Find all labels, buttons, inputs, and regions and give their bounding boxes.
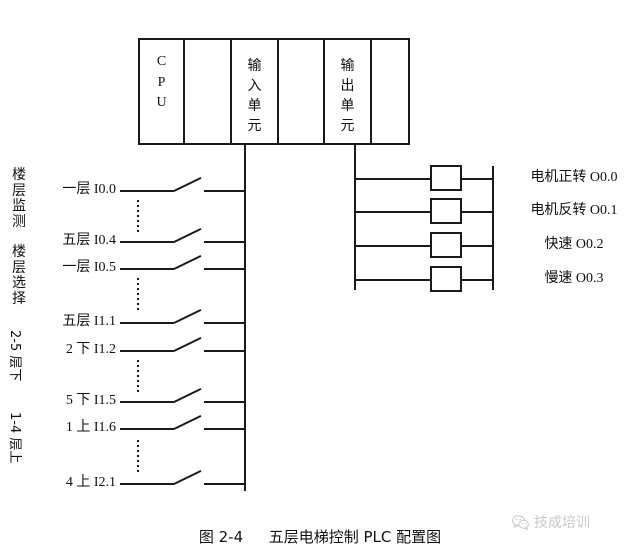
input-wire-right-0 — [204, 190, 246, 192]
rack-cell-input-unit: 输 入 单 元 — [232, 40, 279, 143]
input-switch-blade-6 — [173, 414, 202, 430]
input-label-5: 5 下 I1.5 — [65, 393, 116, 408]
input-label-6: 1 上 I1.6 — [65, 420, 116, 435]
output-wire-right-1 — [462, 211, 494, 213]
output-coil-0 — [430, 165, 462, 191]
plc-rack: C P U 输 入 单 元 输 出 单 元 — [138, 38, 410, 145]
input-wire-left-2 — [120, 268, 174, 270]
input-wire-left-6 — [120, 428, 174, 430]
input-wire-left-4 — [120, 350, 174, 352]
cpu-label-char: P — [157, 74, 166, 90]
input-switch-blade-5 — [173, 387, 202, 403]
input-wire-right-5 — [204, 401, 246, 403]
input-unit-label-char: 输 — [247, 58, 262, 74]
input-ellipsis-2 — [137, 360, 139, 392]
input-wire-right-3 — [204, 322, 246, 324]
rack-cell-blank-1 — [185, 40, 232, 143]
output-wire-right-3 — [462, 279, 494, 281]
input-wire-left-7 — [120, 483, 174, 485]
input-wire-right-4 — [204, 350, 246, 352]
cpu-label-char: U — [156, 95, 167, 111]
input-wire-left-1 — [120, 241, 174, 243]
input-unit-label-char: 单 — [247, 97, 262, 114]
output-unit-label-char: 元 — [340, 117, 355, 134]
input-bus-line — [244, 145, 246, 491]
output-coil-3 — [430, 266, 462, 292]
output-unit-label-char: 出 — [340, 77, 355, 94]
watermark-text: 技成培训 — [534, 515, 590, 531]
input-wire-right-2 — [204, 268, 246, 270]
output-wire-left-3 — [354, 279, 430, 281]
input-wire-right-6 — [204, 428, 246, 430]
input-label-4: 2 下 I1.2 — [65, 342, 116, 357]
output-label-3: 慢速 O0.3 — [544, 271, 604, 286]
input-switch-blade-0 — [173, 176, 202, 192]
output-unit-label: 输 出 单 元 — [325, 57, 370, 137]
input-label-7: 4 上 I2.1 — [65, 475, 116, 490]
input-ellipsis-0 — [137, 200, 139, 232]
output-wire-right-0 — [462, 178, 494, 180]
output-wire-left-1 — [354, 211, 430, 213]
input-wire-right-7 — [204, 483, 246, 485]
input-unit-label-char: 入 — [247, 77, 262, 94]
output-unit-label-char: 输 — [340, 58, 355, 74]
figure-number: 图 2-4 — [198, 528, 244, 546]
input-label-0: 一层 I0.0 — [62, 182, 116, 197]
input-ellipsis-1 — [137, 278, 139, 310]
input-wire-left-0 — [120, 190, 174, 192]
input-label-2: 一层 I0.5 — [62, 260, 116, 275]
input-switch-blade-4 — [173, 336, 202, 352]
output-right-rail — [492, 166, 494, 290]
input-unit-label: 输 入 单 元 — [232, 57, 277, 137]
input-switch-blade-3 — [173, 308, 202, 324]
output-label-0: 电机正转 O0.0 — [530, 170, 618, 185]
group-label-floor-selection: 楼 层 选 择 — [12, 244, 26, 308]
output-bus-line — [354, 145, 356, 290]
cpu-label-char: C — [156, 54, 167, 69]
output-label-2: 快速 O0.2 — [544, 237, 604, 252]
output-label-1: 电机反转 O0.1 — [530, 203, 618, 218]
output-wire-left-0 — [354, 178, 430, 180]
rack-cell-cpu: C P U — [140, 40, 185, 143]
output-wire-left-2 — [354, 245, 430, 247]
input-wire-right-1 — [204, 241, 246, 243]
rack-cell-blank-3 — [372, 40, 408, 143]
output-coil-2 — [430, 232, 462, 258]
group-label-floor-monitoring: 楼 层 监 测 — [12, 167, 26, 231]
output-unit-label-char: 单 — [340, 97, 355, 114]
rack-cell-blank-2 — [279, 40, 325, 143]
output-coil-1 — [430, 198, 462, 224]
input-label-3: 五层 I1.1 — [62, 314, 116, 329]
watermark: 技成培训 — [512, 512, 590, 532]
rack-cell-output-unit: 输 出 单 元 — [325, 40, 372, 143]
group-label-up-calls: 1-4 层上 — [7, 412, 22, 464]
input-switch-blade-7 — [173, 469, 202, 485]
cpu-label: C P U — [140, 52, 183, 114]
input-wire-left-3 — [120, 322, 174, 324]
input-unit-label-char: 元 — [247, 117, 262, 134]
input-label-1: 五层 I0.4 — [62, 233, 116, 248]
figure-caption: 图 2-4 五层电梯控制 PLC 配置图 — [0, 526, 640, 547]
wechat-icon — [512, 514, 529, 530]
input-ellipsis-3 — [137, 440, 139, 472]
input-switch-blade-2 — [173, 254, 202, 270]
input-wire-left-5 — [120, 401, 174, 403]
figure-title: 五层电梯控制 PLC 配置图 — [268, 528, 442, 546]
input-switch-blade-1 — [173, 227, 202, 243]
output-wire-right-2 — [462, 245, 494, 247]
